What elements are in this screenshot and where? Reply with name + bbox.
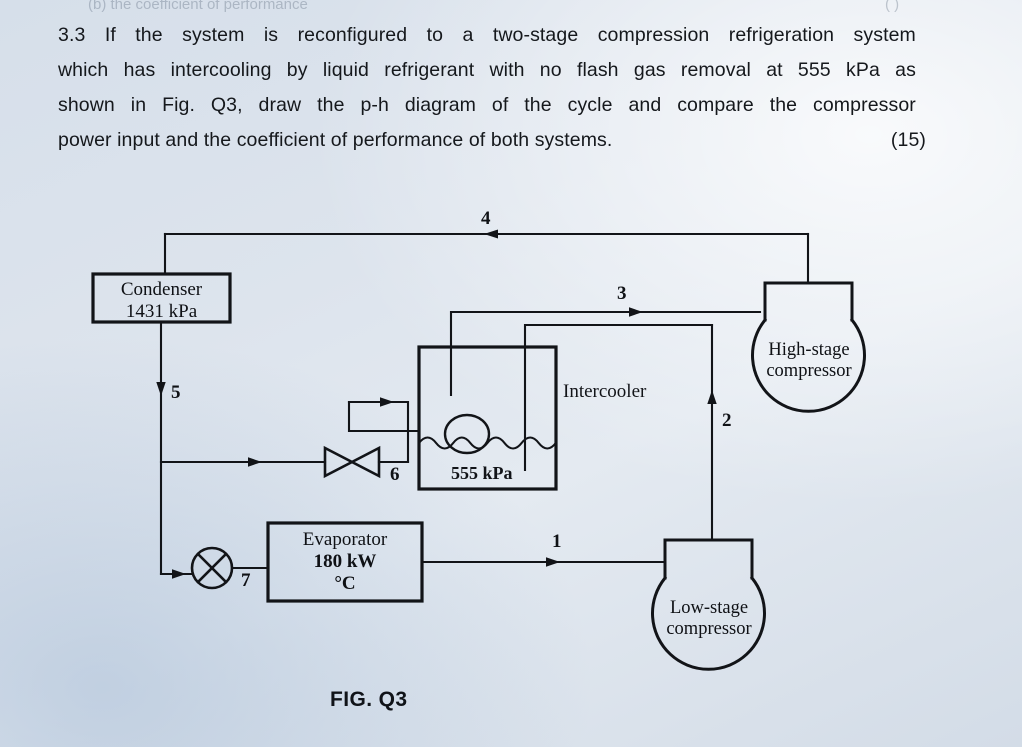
line-6-riser xyxy=(347,400,410,464)
state-point-5: 5 xyxy=(171,382,181,403)
bowtie-valve-right xyxy=(349,445,381,479)
cropped-header-right: ( ) xyxy=(885,0,900,13)
cropped-header-left: (b) the coefficient of performance xyxy=(88,0,308,13)
question-line-4: power input and the coefficient of perfo… xyxy=(58,123,926,158)
high-stage-compressor-label: High-stage compressor xyxy=(752,340,866,382)
state-point-7: 7 xyxy=(241,570,251,591)
low-stage-compressor-label: Low-stage compressor xyxy=(652,598,766,640)
high-stage-compressor-line1: High-stage xyxy=(768,340,850,360)
question-marks: (15) xyxy=(890,129,926,151)
circle-cross-valve-icon xyxy=(190,546,234,590)
condenser-name: Condenser xyxy=(120,279,203,300)
circle-cross-valve-slash1 xyxy=(196,552,228,584)
low-stage-compressor-line2: compressor xyxy=(666,619,752,639)
low-stage-compressor-line1: Low-stage xyxy=(669,598,749,618)
evaporator-capacity: 180 kW xyxy=(313,551,377,572)
circle-cross-valve-slash2 xyxy=(196,552,228,584)
line-3-arrowhead xyxy=(629,307,643,317)
cropped-header-text: (b) the coefficient of performance ( ) xyxy=(0,0,1022,14)
line-6-spray-inlet xyxy=(347,400,421,447)
evaporator-label: Evaporator 180 kW °C xyxy=(272,529,418,595)
state-point-4: 4 xyxy=(481,208,491,229)
intercooler-label: Intercooler xyxy=(563,381,647,402)
state-point-6: 6 xyxy=(390,464,400,485)
line-5-arrowhead xyxy=(156,382,166,396)
state-point-1: 1 xyxy=(552,531,562,552)
line-5-evap-arrowhead xyxy=(172,569,186,579)
evaporator-temperature: °C xyxy=(334,573,356,594)
condenser-label: Condenser 1431 kPa xyxy=(99,279,224,323)
bowtie-valve-left xyxy=(323,445,355,479)
figure-caption: FIG. Q3 xyxy=(330,688,408,711)
intercooler-liquid-level xyxy=(417,436,558,450)
condenser-pressure: 1431 kPa xyxy=(125,301,198,322)
state-point-3: 3 xyxy=(617,283,627,304)
evaporator-name: Evaporator xyxy=(302,529,388,550)
line-4-arrowhead xyxy=(484,229,498,239)
line-6-arrowhead xyxy=(380,397,394,407)
intercooler-pressure-label: 555 kPa xyxy=(451,463,513,483)
line-2-arrowhead xyxy=(707,390,717,404)
question-line-4-text: power input and the coefficient of perfo… xyxy=(58,129,613,151)
line-5-branch-arrowhead xyxy=(248,457,262,467)
intercooler-float-icon xyxy=(443,413,491,455)
state-point-2: 2 xyxy=(722,410,732,431)
high-stage-compressor-line2: compressor xyxy=(766,361,852,381)
line-1-arrowhead xyxy=(546,557,560,567)
